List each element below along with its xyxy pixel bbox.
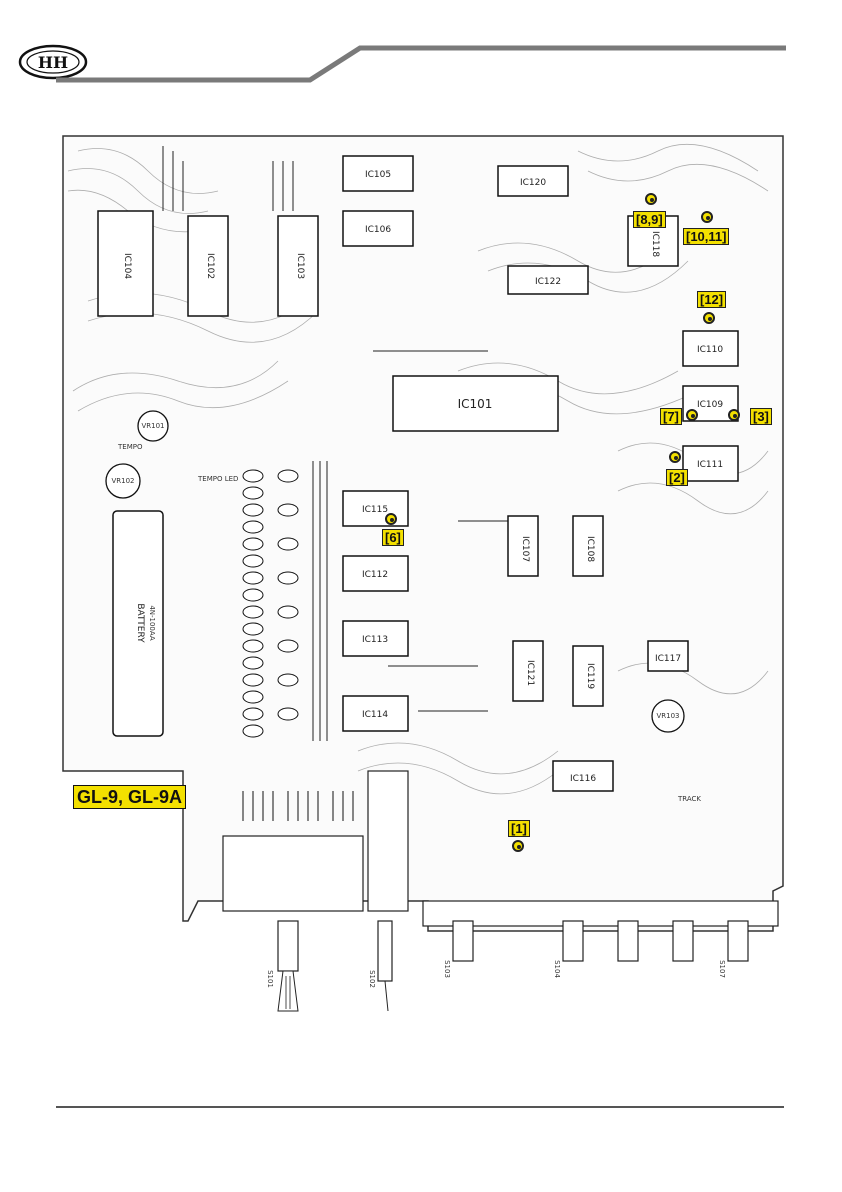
- vr103-label: VR103: [656, 712, 679, 720]
- test-point-marker: [686, 409, 698, 421]
- ic103-label: IC103: [295, 253, 305, 279]
- vr102-label: VR102: [111, 477, 134, 485]
- test-point-marker: [703, 312, 715, 324]
- ic101-label: IC101: [458, 397, 493, 411]
- model-label: GL-9, GL-9A: [73, 785, 186, 809]
- ic107-label: IC107: [520, 536, 530, 562]
- ic105-label: IC105: [365, 170, 391, 180]
- switch-s102-label: S102: [368, 970, 376, 988]
- ic119-label: IC119: [585, 663, 595, 689]
- callout-12: [12]: [697, 291, 726, 308]
- ic122-label: IC122: [535, 277, 561, 287]
- ic102-label: IC102: [205, 253, 215, 279]
- ic106-label: IC106: [365, 225, 391, 235]
- test-point-marker: [669, 451, 681, 463]
- test-point-marker: [512, 840, 524, 852]
- tempo-label: TEMPO: [117, 443, 143, 451]
- ic120-label: IC120: [520, 178, 546, 188]
- test-point-marker: [701, 211, 713, 223]
- switch-s107-label: S107: [718, 960, 726, 978]
- ic112-label: IC112: [362, 570, 388, 580]
- ic115-label: IC115: [362, 505, 388, 515]
- pcb-layout-diagram: IC104 IC102 IC103 IC105 IC106 IC101 IC12…: [58, 131, 788, 1017]
- callout-6: [6]: [382, 529, 404, 546]
- callout-10-11: [10,11]: [683, 228, 729, 245]
- ic117-label: IC117: [655, 654, 681, 664]
- callout-1: [1]: [508, 820, 530, 837]
- footer-rule: [56, 1106, 784, 1108]
- callout-3: [3]: [750, 408, 772, 425]
- callout-7: [7]: [660, 408, 682, 425]
- switch-s104-label: S104: [553, 960, 561, 978]
- ic116-label: IC116: [570, 774, 596, 784]
- battery-label: BATTERY: [135, 603, 145, 643]
- ic110-label: IC110: [697, 345, 723, 355]
- callout-2: [2]: [666, 469, 688, 486]
- vr101-label: VR101: [141, 422, 164, 430]
- ic114-label: IC114: [362, 710, 388, 720]
- switch-s103-label: S103: [443, 960, 451, 978]
- battery-spec: 4N-100AA: [148, 605, 156, 641]
- ic113-label: IC113: [362, 635, 388, 645]
- header-rule: [0, 0, 842, 100]
- ic109-label: IC109: [697, 400, 723, 410]
- track-label: TRACK: [677, 795, 701, 803]
- test-point-marker: [385, 513, 397, 525]
- switch-s101-label: S101: [266, 970, 274, 988]
- ic104-label: IC104: [122, 253, 132, 279]
- test-point-marker: [728, 409, 740, 421]
- callout-8-9: [8,9]: [633, 211, 666, 228]
- ic118-label: IC118: [650, 231, 660, 257]
- tempo-led-label: TEMPO LED: [197, 475, 238, 483]
- ic108-label: IC108: [585, 536, 595, 562]
- test-point-marker: [645, 193, 657, 205]
- ic111-label: IC111: [697, 460, 723, 470]
- ic121-label: IC121: [525, 660, 535, 686]
